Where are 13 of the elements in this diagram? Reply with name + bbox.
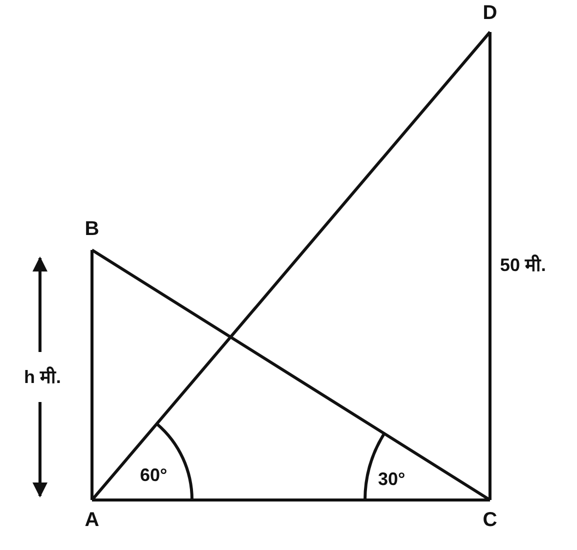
vertex-label: A (80, 500, 104, 532)
triangle-side (90, 250, 94, 500)
vertex-label: C (478, 500, 502, 532)
triangle-side (92, 498, 490, 502)
angle-label: 30° (378, 470, 406, 488)
triangle-side (90, 31, 492, 501)
angle-label: 60° (140, 466, 168, 484)
vertex-label: B (80, 218, 104, 250)
triangle-side (488, 32, 492, 500)
dimension-label: h मी. (24, 368, 61, 386)
vertex-label: D (478, 2, 502, 32)
triangle-side (91, 248, 491, 502)
length-label: 50 मी. (500, 256, 546, 274)
